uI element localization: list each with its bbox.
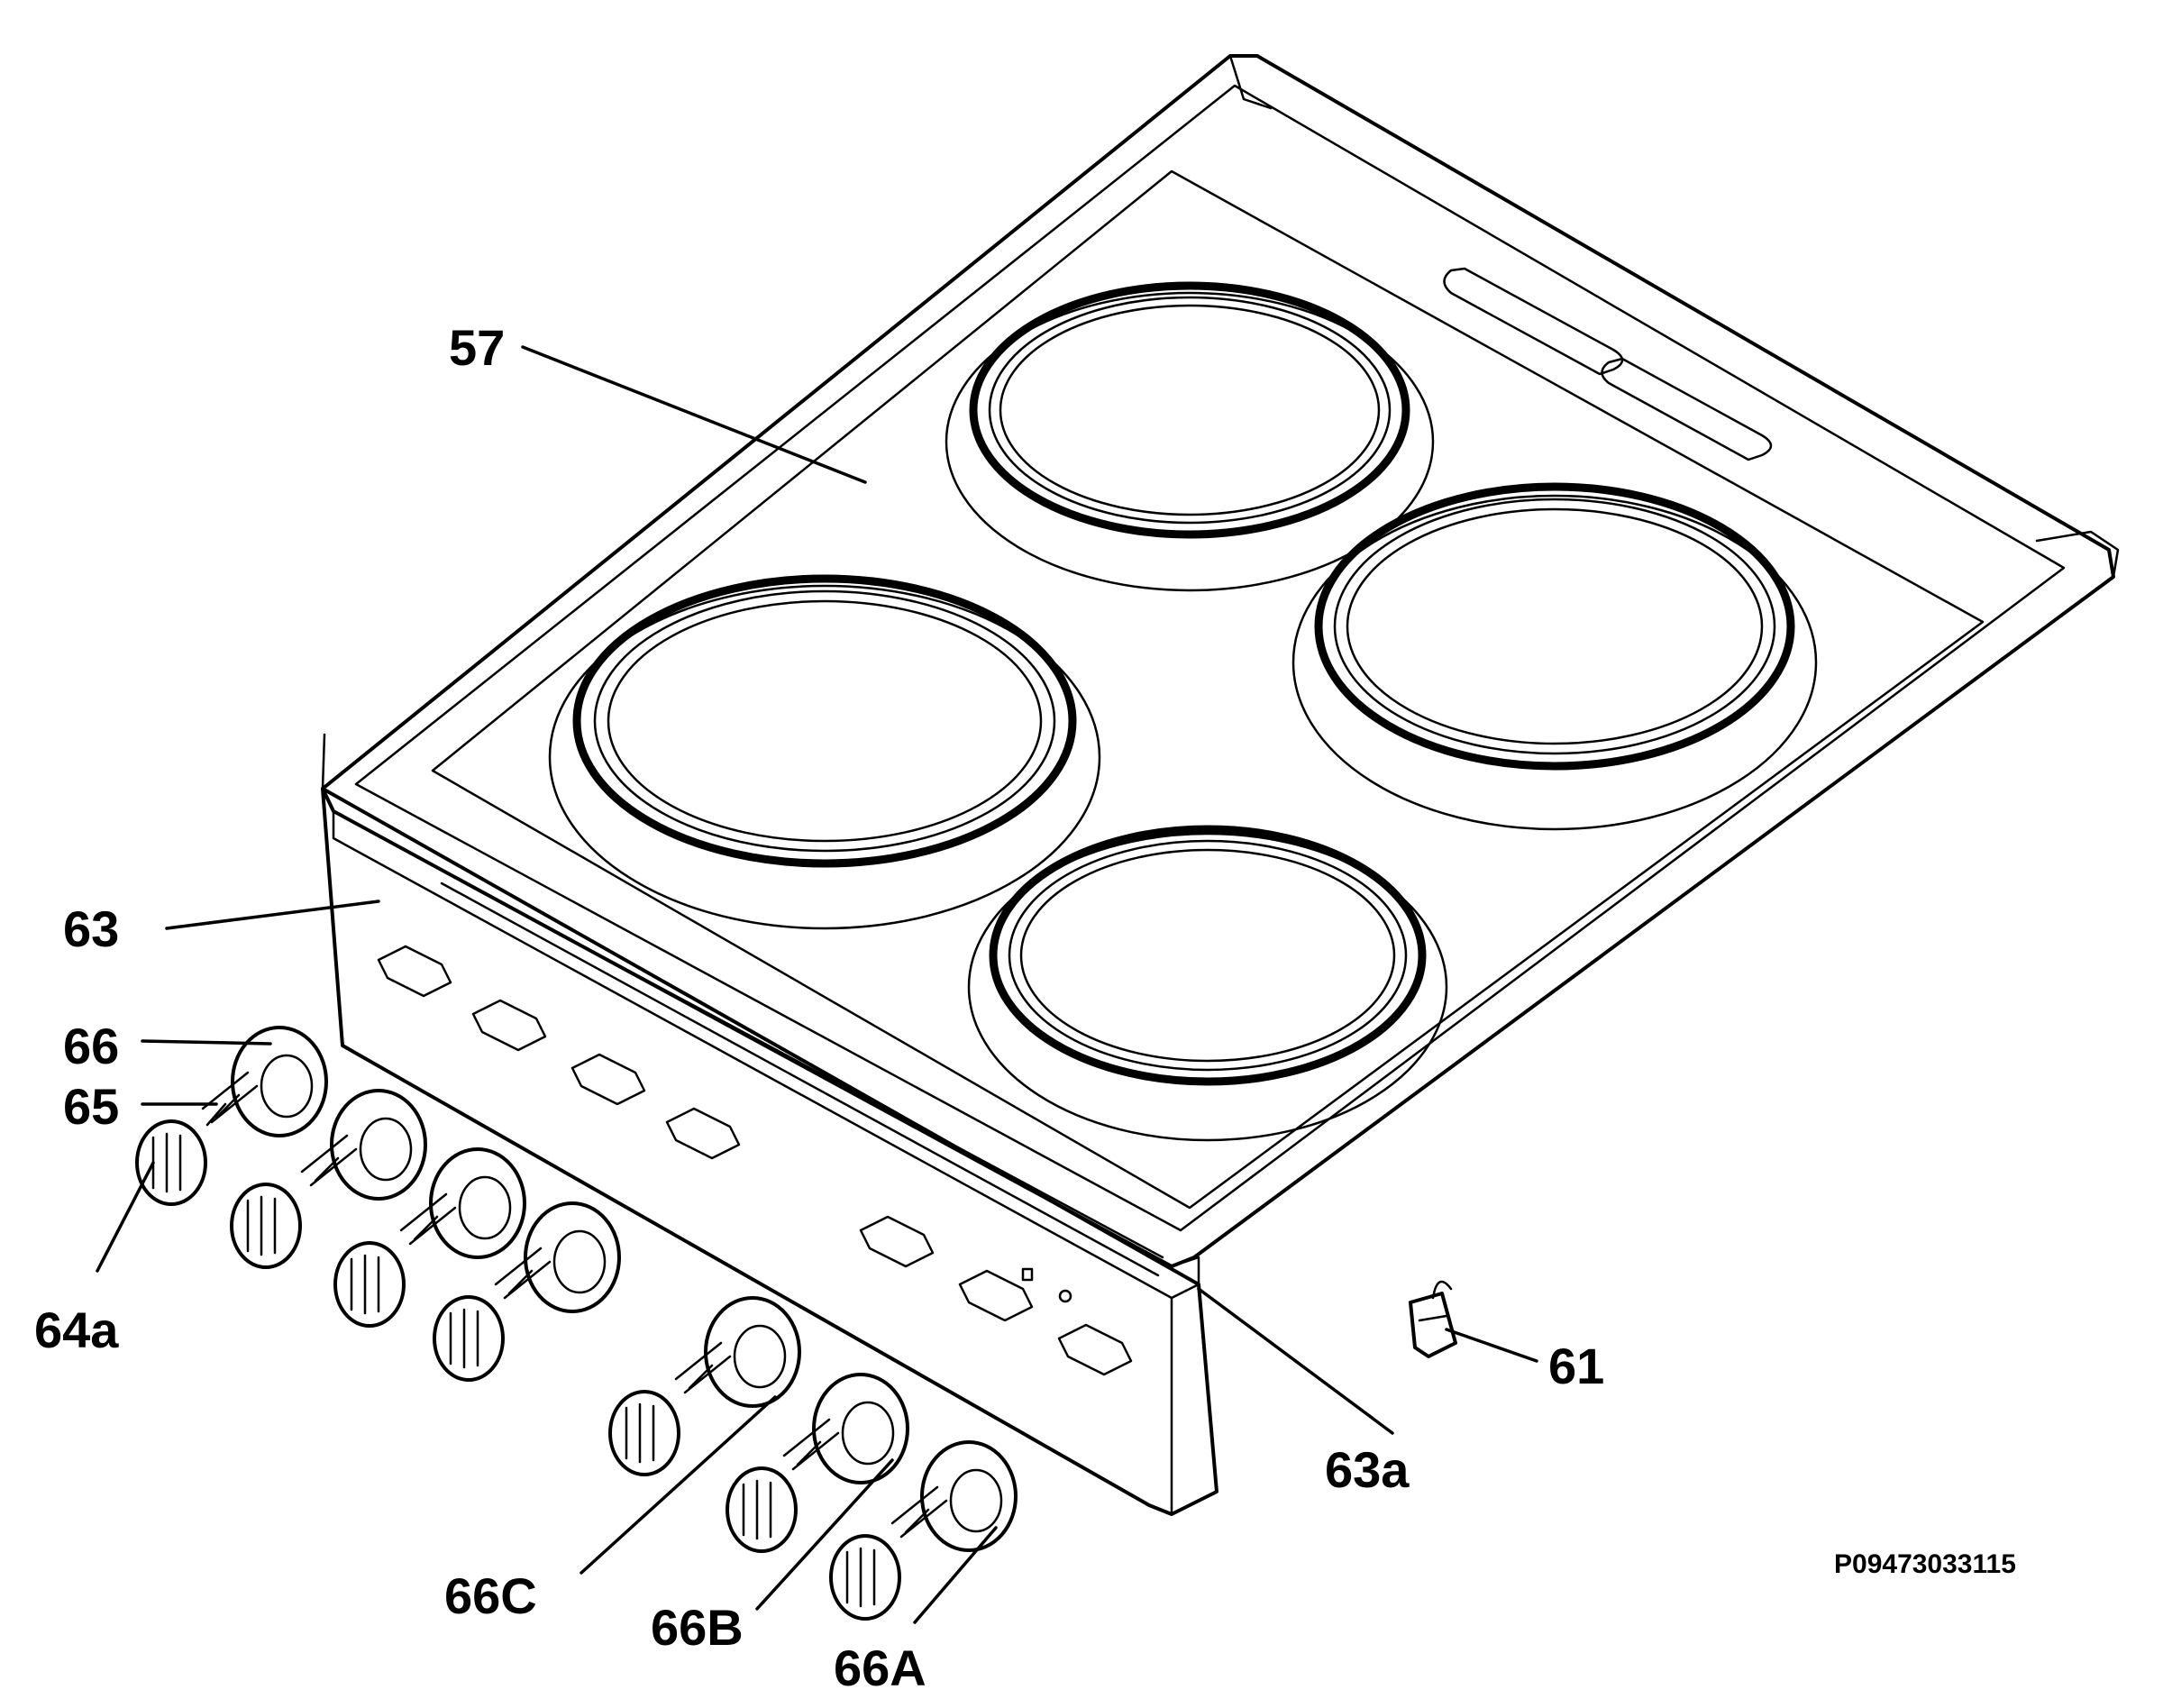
hotplate-front-left <box>548 574 1101 930</box>
label-63: 63 <box>63 900 119 957</box>
leader-66A <box>913 1526 998 1624</box>
knob-assembly-2 <box>230 1089 427 1269</box>
leader-61 <box>1445 1328 1538 1363</box>
knob-assembly-66A <box>829 1440 1018 1621</box>
control-panel <box>321 733 1218 1516</box>
knob-opening <box>958 1269 1034 1322</box>
indicator-lamp <box>1058 1289 1072 1303</box>
knob-opening <box>665 1107 741 1160</box>
knob-assembly-66B <box>726 1373 909 1553</box>
knob-opening <box>377 945 452 998</box>
hob-top <box>321 54 2120 1300</box>
knob-assembly-66C <box>608 1296 801 1476</box>
leader-57 <box>521 345 867 484</box>
knob-opening <box>471 999 547 1052</box>
knob-assembly-4 <box>433 1201 621 1382</box>
leader-lines <box>96 345 1538 1624</box>
clip-part <box>1409 1280 1457 1358</box>
leader-66C <box>580 1395 777 1575</box>
leader-66B <box>755 1458 894 1611</box>
label-64a: 64a <box>34 1302 119 1358</box>
label-63a: 63a <box>1325 1441 1410 1498</box>
leader-64a <box>96 1161 155 1273</box>
label-66B: 66B <box>651 1599 744 1656</box>
hotplate-back-left <box>945 281 1435 592</box>
label-66A: 66A <box>834 1639 926 1696</box>
hotplate-front-right <box>967 825 1448 1142</box>
knob-opening <box>570 1053 646 1106</box>
hotplate-back-right <box>1291 482 1818 831</box>
leader-66 <box>141 1039 272 1046</box>
knob-opening <box>859 1215 935 1268</box>
reference-code: P09473033115 <box>1834 1549 2016 1579</box>
label-61: 61 <box>1548 1338 1604 1394</box>
leader-63a <box>1197 1287 1394 1435</box>
label-57: 57 <box>449 319 505 376</box>
knob-opening <box>1057 1323 1133 1376</box>
knob-assembly-3 <box>333 1147 526 1328</box>
indicator-lamp <box>1021 1267 1034 1282</box>
label-66: 66 <box>63 1018 119 1074</box>
label-66C: 66C <box>444 1567 537 1624</box>
leader-63 <box>165 900 380 930</box>
knob-assembly-1 <box>135 1026 328 1206</box>
label-65: 65 <box>63 1078 119 1135</box>
